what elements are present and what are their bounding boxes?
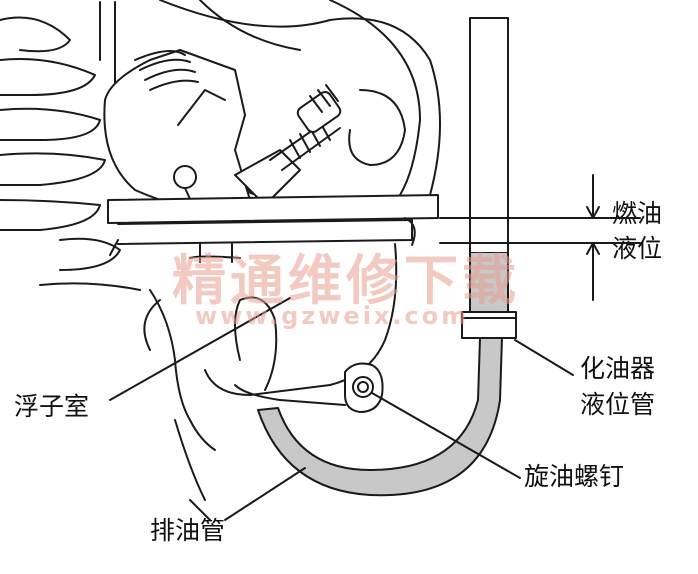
level-dimension xyxy=(439,174,641,301)
level-tube xyxy=(461,17,517,339)
throttle-body xyxy=(103,49,342,216)
upper-housing xyxy=(159,0,441,196)
watermark-title: 精通维修下载 xyxy=(172,249,520,312)
label-fuel-level-1: 燃油 xyxy=(612,199,663,228)
drain-screw-boss xyxy=(344,362,384,413)
label-level-tube-1: 化油器 xyxy=(580,354,656,383)
label-level-tube-2: 液位管 xyxy=(580,390,656,419)
label-drain-screw: 旋油螺钉 xyxy=(524,462,625,491)
label-fuel-level-2: 液位 xyxy=(612,234,663,263)
label-float-chamber: 浮子室 xyxy=(14,392,90,421)
leader-lines xyxy=(109,297,574,521)
label-drain-tube: 排油管 xyxy=(150,516,226,545)
engine-fins xyxy=(0,1,141,291)
mounting-flange xyxy=(107,194,439,256)
watermark-url: www.gzweix.com xyxy=(195,302,470,330)
drain-tube xyxy=(257,337,503,497)
